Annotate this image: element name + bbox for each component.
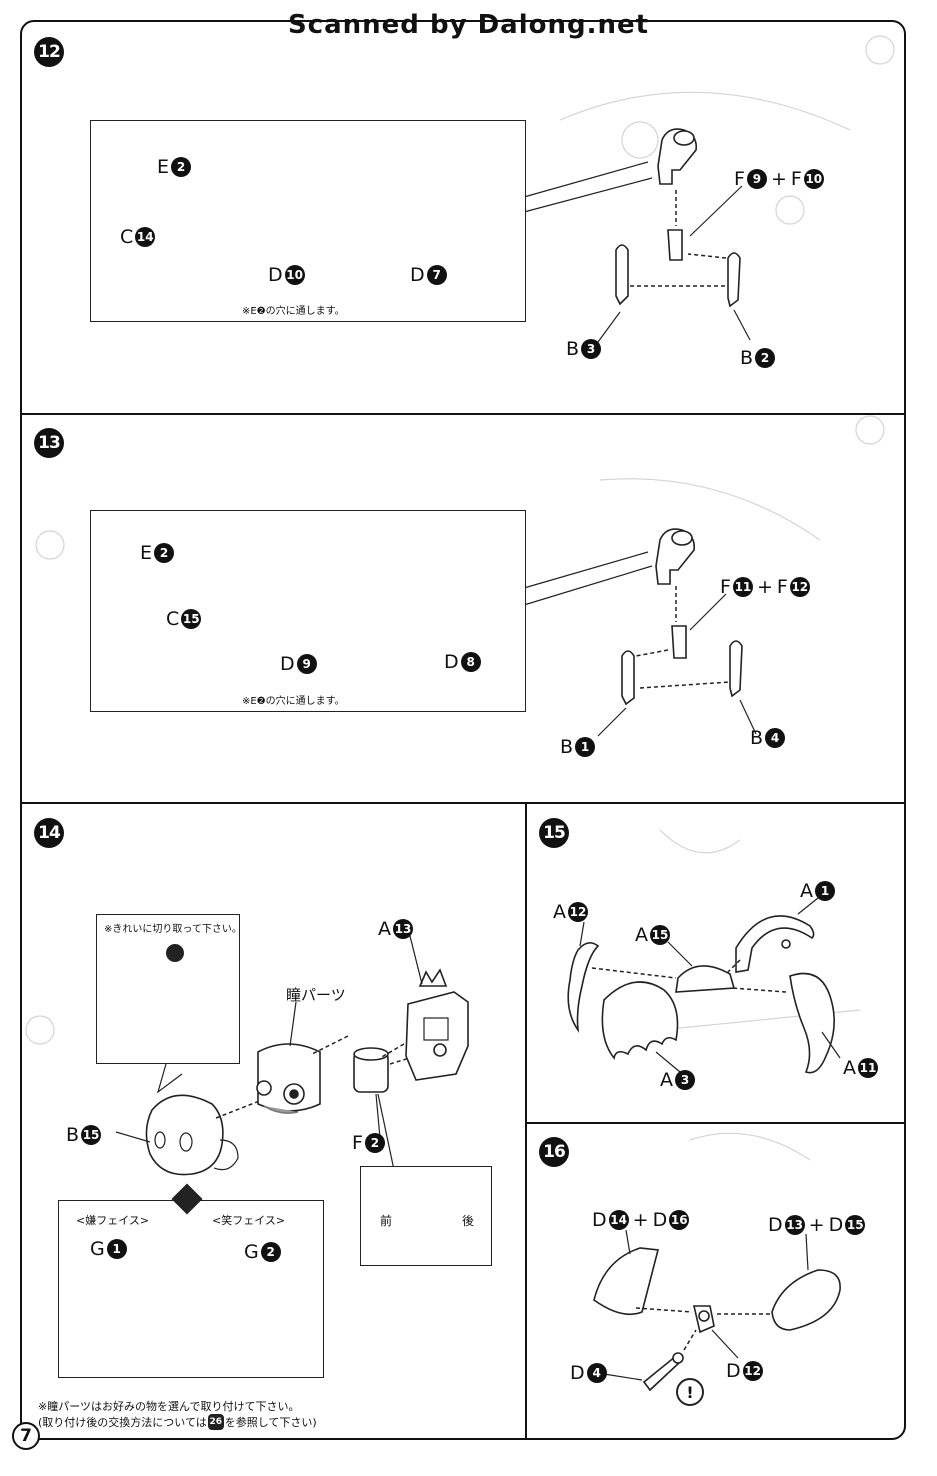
divider-12-13 — [21, 413, 905, 415]
cut-mark-icon — [166, 944, 184, 962]
scanner-watermark: Scanned by Dalong.net — [287, 10, 650, 40]
divider-13-14 — [21, 802, 905, 804]
page-number: 7 — [12, 1422, 40, 1450]
cut-detail-box — [96, 914, 240, 1064]
pupil-parts-label: 瞳パーツ — [286, 986, 346, 1004]
note-13: ※E❷の穴に通します。 — [242, 696, 345, 707]
face-label-2: <笑フェイス> — [212, 1214, 286, 1227]
divider-14-15 — [525, 803, 527, 1439]
footnote-1: ※瞳パーツはお好みの物を選んで取り付けて下さい。 — [38, 1400, 300, 1413]
footnote-2: (取り付け後の交換方法については 26 を参照して下さい) — [38, 1414, 317, 1430]
step-number-12: 12 — [34, 37, 64, 67]
cut-note: ※きれいに切り取って下さい。 — [104, 924, 242, 935]
note-12: ※E❷の穴に通します。 — [242, 306, 345, 317]
step-ref-26: 26 — [207, 1414, 224, 1430]
step-number-13: 13 — [34, 428, 64, 458]
detail-box-13 — [90, 510, 526, 712]
step-number-14: 14 — [34, 818, 64, 848]
pin-orientation-box — [360, 1166, 492, 1266]
step-number-16: 16 — [539, 1137, 569, 1167]
caution-icon: ! — [676, 1378, 704, 1406]
front-label: 前 — [380, 1214, 393, 1228]
divider-15-16 — [526, 1122, 905, 1124]
face-label-1: <嫌フェイス> — [76, 1214, 150, 1227]
page-frame — [20, 20, 906, 1440]
step-number-15: 15 — [539, 818, 569, 848]
back-label: 後 — [462, 1214, 475, 1228]
alt-face-box — [58, 1200, 324, 1378]
detail-box-12 — [90, 120, 526, 322]
